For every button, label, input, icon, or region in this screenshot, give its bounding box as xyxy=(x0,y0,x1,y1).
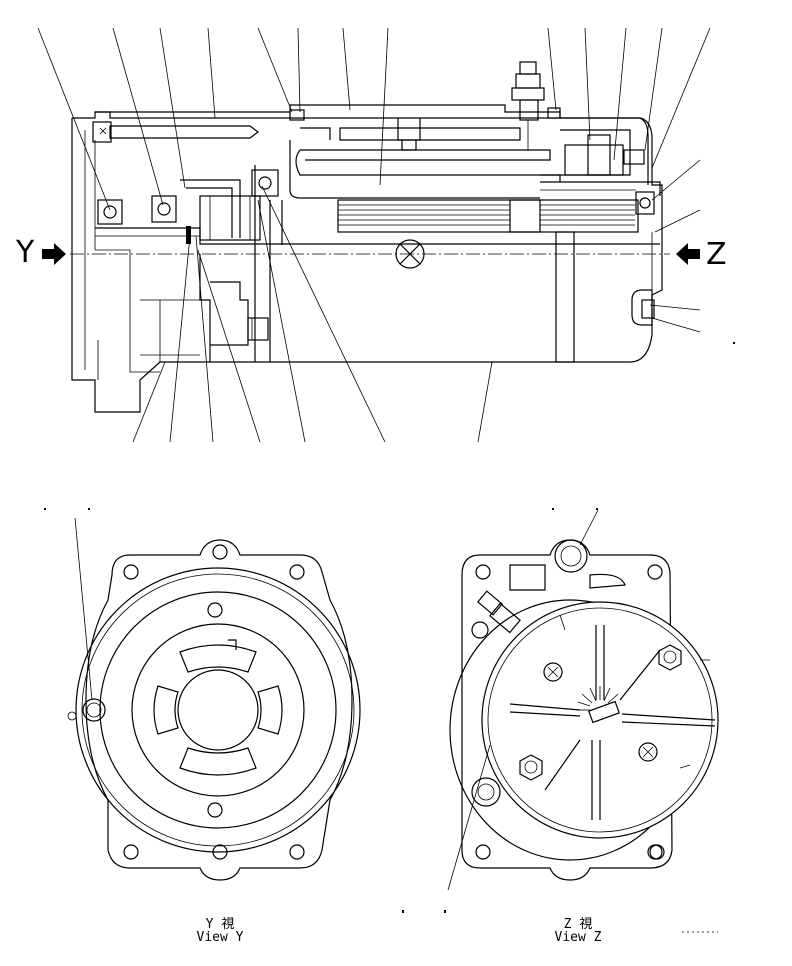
screw xyxy=(638,742,658,762)
leader-lines-top xyxy=(37,27,711,333)
view-z-drawing xyxy=(402,508,719,933)
view-z-connector xyxy=(471,590,521,639)
view-y-caption-english: View Y xyxy=(196,930,244,945)
view-y-bore xyxy=(177,669,259,751)
cross-bolt-symbol xyxy=(395,239,425,269)
housing-top xyxy=(95,104,561,118)
view-z-caption-kanji: Z 視 xyxy=(563,917,593,932)
bearing-front xyxy=(97,199,123,225)
hex-nut xyxy=(658,644,682,671)
hex-nut xyxy=(519,754,543,781)
leader-z-bottom xyxy=(447,744,491,891)
bearing-rear xyxy=(635,191,655,215)
view-y-drawing xyxy=(44,508,361,881)
pinion-gear xyxy=(199,195,261,241)
through-bolt xyxy=(109,125,259,139)
view-z-caption-english: View Z xyxy=(554,930,602,945)
view-y-arrow-icon xyxy=(42,243,66,265)
view-z-plug xyxy=(554,539,588,573)
screw xyxy=(543,662,563,682)
yoke-band xyxy=(555,231,575,363)
view-y-flange xyxy=(85,539,353,881)
leader-y xyxy=(74,517,93,701)
solenoid-body xyxy=(289,140,540,199)
mount-hole xyxy=(289,564,305,580)
leader-z-top xyxy=(579,509,599,546)
bearing-middle xyxy=(151,195,177,223)
mount-hole xyxy=(212,544,228,560)
gear-housing-bolt xyxy=(247,317,269,341)
section-view xyxy=(37,27,735,443)
armature-core xyxy=(337,199,639,233)
mount-hole xyxy=(289,844,305,860)
bearing-armature xyxy=(251,169,279,197)
view-z-flange xyxy=(461,539,673,881)
mount-hole xyxy=(123,844,139,860)
terminal-stud xyxy=(511,61,545,150)
mount-hole xyxy=(123,564,139,580)
retainer-clip xyxy=(186,226,191,244)
view-z-arrow-icon xyxy=(676,243,700,265)
view-y-plug xyxy=(82,698,106,722)
view-y-letter: Y xyxy=(16,235,35,270)
front-housing-outline xyxy=(71,118,560,413)
view-z-letter: Z xyxy=(706,237,727,272)
view-y-caption-kanji: Y 視 xyxy=(205,917,235,932)
view-z-center-terminal xyxy=(577,686,620,724)
leader-lines-bottom xyxy=(132,185,493,443)
